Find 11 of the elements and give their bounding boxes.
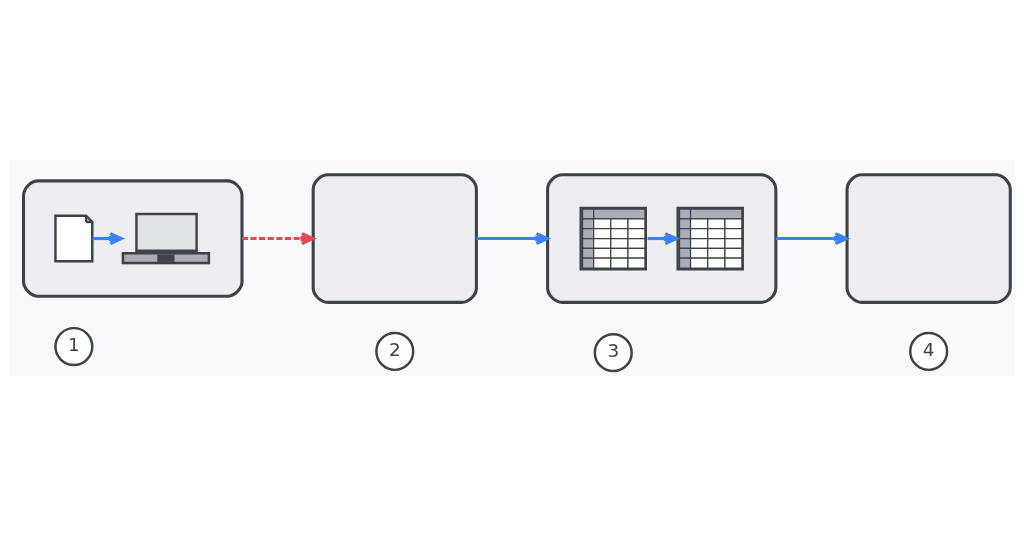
node-circle: 2 [375, 331, 415, 372]
node-circle: 3 [593, 333, 633, 373]
arrow [242, 232, 315, 246]
node-circle: 1 [54, 326, 94, 367]
cluster [546, 173, 778, 304]
node-circle: 4 [909, 331, 949, 372]
arrow [476, 232, 550, 246]
node-box [845, 173, 1012, 304]
arrow [775, 232, 849, 246]
node-box [311, 173, 478, 304]
arrow [92, 232, 123, 246]
